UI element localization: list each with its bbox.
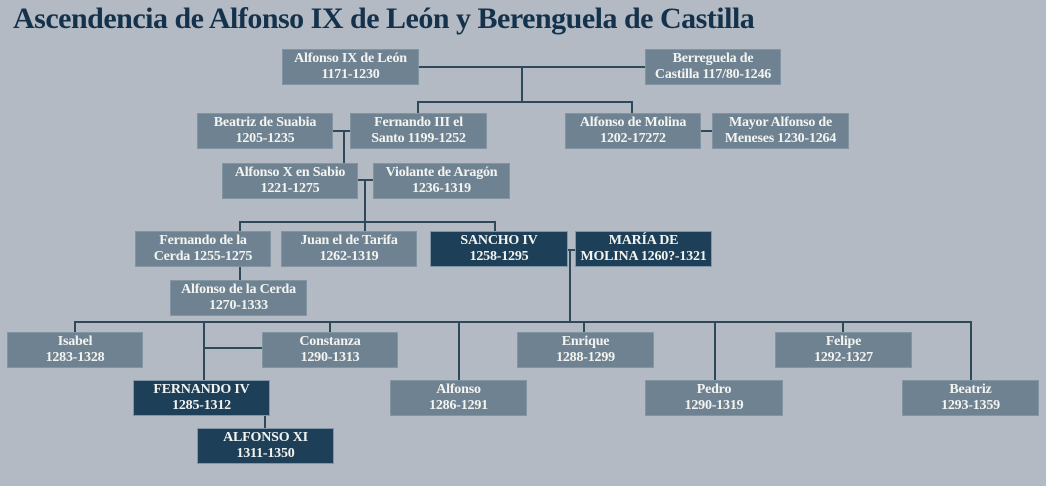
person-node-text: MOLINA 1260?-1321 [580,249,707,264]
person-node-text: 1221-1275 [260,181,320,196]
connector-marriage-beatriz-fernando-iii [333,130,350,132]
person-node-text: Castilla 117/80-1246 [654,67,772,82]
person-node-text: 1171-1230 [321,67,380,82]
connector-drop-to-pedro [714,322,716,380]
person-node-text: 1262-1319 [319,249,379,264]
person-node-text: 1288-1299 [556,350,615,365]
person-node-text: Juan el de Tarifa [300,232,398,248]
person-node-text: Cerda 1255-1275 [153,249,253,264]
person-node-text: 1258-1295 [469,249,529,264]
connector-drop-from-sancho-iv-marriage [569,250,571,323]
person-node-text: Alfonso de Molina [579,114,687,130]
person-node-text: Santo 1199-1252 [371,131,466,146]
person-node-text: Berreguela de [672,50,754,66]
connector-marriage-alfonso-ix-berreguela [419,66,645,68]
person-node-text: 1236-1319 [412,181,471,196]
person-node-text: 1202-17272 [600,131,666,146]
connector-sibling-bar-fernando-iii-alfonso-molina [417,101,633,103]
person-node-text: Fernando de la [159,232,247,248]
person-node-text: MARÍA DE [608,232,679,248]
person-node-text: Constanza [299,333,361,349]
connector-sibling-bar-sancho-iv-children [74,321,972,323]
connector-drop-to-alfonso-x [343,131,345,164]
connector-drop-to-fernando-iv [203,322,205,380]
connector-drop-to-fernando-iii [417,102,419,114]
connector-drop-to-beatriz-1293 [970,322,972,380]
connector-marriage-sancho-iv-maria [568,249,575,251]
person-node-text: Beatriz [949,381,992,397]
person-node-text: Alfonso de la Cerda [181,281,296,297]
connector-drop-to-alfonso-1286 [458,322,460,380]
person-node-text: Felipe [825,333,862,349]
connector-drop-to-felipe [842,322,844,333]
connector-marriage-alfonso-molina-mayor [701,130,712,132]
person-node-text: 1270-1333 [209,298,268,313]
person-node-text: 1290-1319 [684,398,744,413]
person-node-text: 1290-1313 [300,350,360,365]
person-node-text: 1283-1328 [45,350,105,365]
person-node-text: Isabel [57,333,93,349]
person-node-text: ALFONSO XI [223,429,308,445]
person-node-text: 1285-1312 [172,398,231,413]
connector-drop-to-enrique [583,322,585,333]
connector-drop-from-alfonso-x-marriage [364,180,366,222]
person-node-text: SANCHO IV [460,232,538,248]
person-node-text: 1293-1359 [941,398,1000,413]
person-node-text: Alfonso IX de León [294,50,407,66]
connector-drop-to-constanza [329,322,331,333]
person-node-text: Pedro [696,381,732,397]
connector-drop-to-juan-el-de-tarifa [364,222,366,232]
person-node-text: Fernando III el [374,114,463,130]
person-node-text: Enrique [561,333,610,349]
connector-drop-to-sancho-iv [494,222,496,232]
connector-drop-to-isabel [74,322,76,333]
person-node-text: Beatriz de Suabia [213,114,317,130]
person-node-text: Alfonso [436,381,481,397]
person-node-text: FERNANDO IV [153,381,250,397]
person-node-text: 1286-1291 [429,398,488,413]
person-node-text: Alfonso X en Sabio [234,164,346,180]
connector-drop-from-alfonso-ix-marriage [521,67,523,103]
connector-drop-to-alfonso-xi [264,416,266,429]
connector-drop-to-alfonso-de-la-cerda [239,267,241,281]
person-node-text: 1311-1350 [236,446,295,461]
person-node-text: 1205-1235 [235,131,295,146]
connector-sibling-bar-cerda-juan-sancho [239,221,496,223]
person-node-text: Mayor Alfonso de [728,114,833,130]
connector-marriage-fernando-iv-constanza [204,347,263,349]
person-node-text: 1292-1327 [814,350,873,365]
connector-drop-to-alfonso-de-molina [631,102,633,114]
diagram-title: Ascendencia de Alfonso IX de León y Bere… [13,2,755,35]
person-node-text: Violante de Aragón [385,164,498,180]
person-node-text: Meneses 1230-1264 [724,131,837,146]
connector-drop-to-fernando-de-la-cerda [239,222,241,232]
